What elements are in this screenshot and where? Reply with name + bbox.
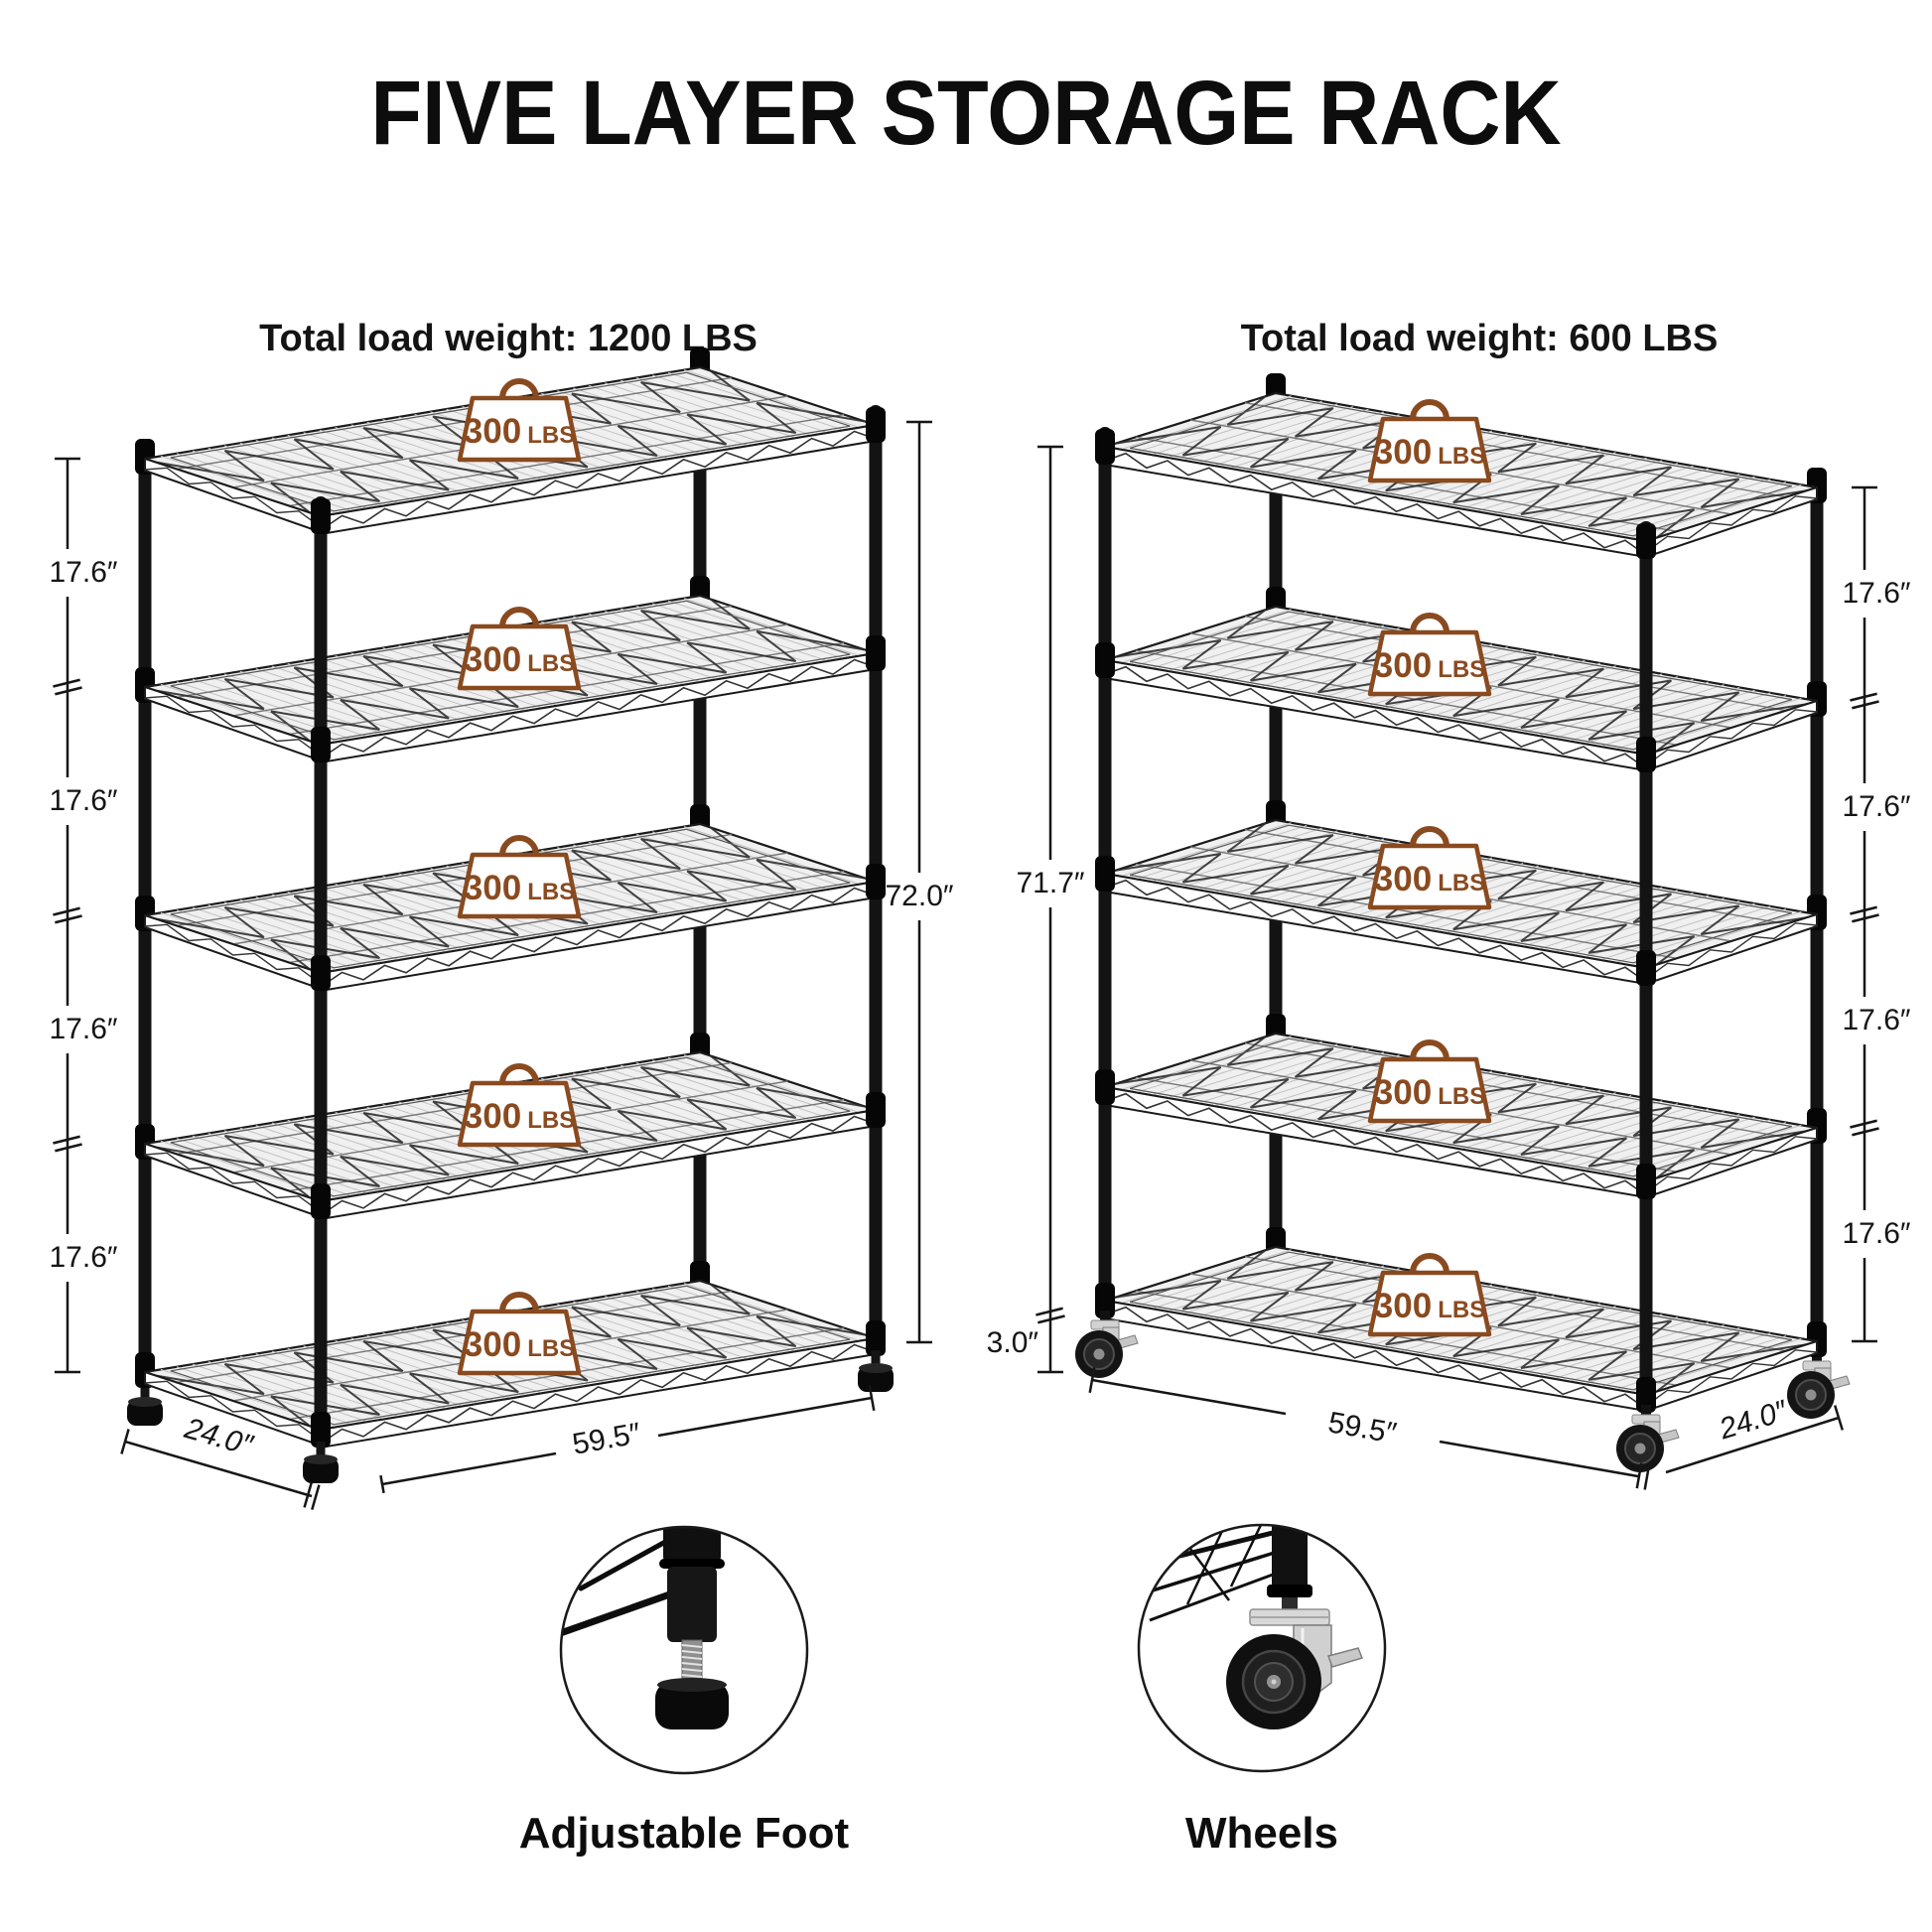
right-rack-gap-label-4: 17.6″ <box>1842 1217 1911 1250</box>
left-rack-gap-label-3: 17.6″ <box>49 1013 118 1045</box>
right-rack-gap-label-3: 17.6″ <box>1842 1004 1911 1036</box>
caster-wheel-icon <box>1139 1525 1364 1729</box>
left-rack-header: Total load weight: 1200 LBS <box>259 318 758 359</box>
left-rack-gap-label-4: 17.6″ <box>49 1241 118 1274</box>
right-rack-wheel-height-label: 3.0″ <box>986 1326 1038 1359</box>
right-rack-header: Total load weight: 600 LBS <box>1240 318 1719 359</box>
dimension-lines <box>53 420 1879 1510</box>
detail-caption-adjustable-foot: Adjustable Foot <box>518 1809 850 1858</box>
right-rack-gap-label-1: 17.6″ <box>1842 577 1911 610</box>
left-rack-gap-label-2: 17.6″ <box>49 784 118 817</box>
adjustable-foot-detail-circle <box>559 1525 809 1775</box>
right-rack-gap-label-2: 17.6″ <box>1842 790 1911 823</box>
page-title: FIVE LAYER STORAGE RACK <box>370 63 1562 164</box>
left-rack-height-label: 72.0″ <box>885 880 954 912</box>
detail-caption-wheels: Wheels <box>1184 1809 1339 1858</box>
right-rack-height-label: 71.7″ <box>1016 867 1085 899</box>
left-rack-gap-label-1: 17.6″ <box>49 556 118 589</box>
caster-wheel-detail-circle <box>1137 1523 1387 1773</box>
